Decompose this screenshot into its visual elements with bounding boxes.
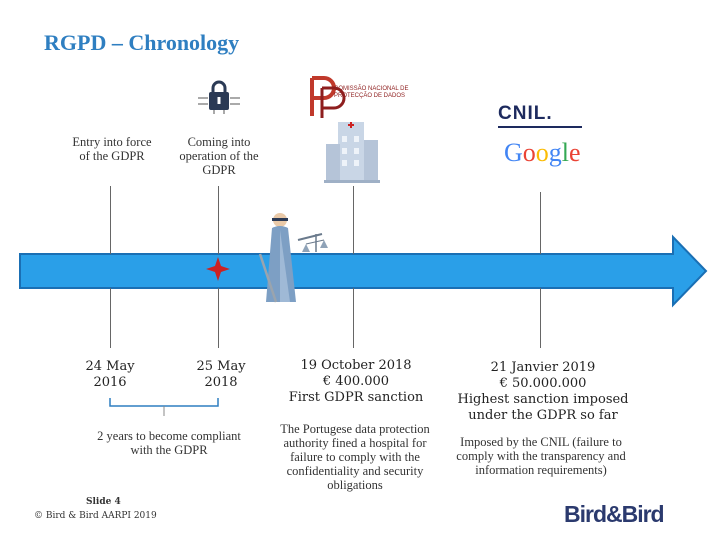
lock-circuit-icon [198, 80, 240, 114]
event-4-block: 21 Janvier 2019 € 50.000.000 Highest san… [446, 360, 640, 424]
cnil-logo-text: CNIL. [498, 103, 553, 124]
timeline-tick-4-below [540, 288, 541, 348]
event-4-description: Imposed by the CNIL (failure to comply w… [456, 435, 626, 477]
current-date-marker-icon [206, 257, 230, 281]
google-logo: Google [504, 138, 581, 167]
event-3-date: 19 October 2018 [300, 358, 412, 373]
event-3-amount: € 400.000 [322, 374, 390, 389]
timeline-tick-3-below [353, 288, 354, 348]
compliance-period-bracket [109, 398, 219, 416]
bird-and-bird-logo: Bird&Bird [564, 501, 665, 527]
event-3-description: The Portugese data protection authority … [280, 422, 430, 492]
event-4-amount: € 50.000.000 [499, 376, 587, 391]
timeline-tick-1 [110, 186, 111, 254]
timeline-tick-2 [218, 186, 219, 254]
page-title: RGPD – Chronology [44, 30, 240, 55]
cnpd-logo-text: COMISSÃO NACIONAL DE PROTECÇÃO DE DADOS [334, 86, 409, 99]
hospital-building-icon [324, 122, 380, 183]
cnil-logo-underline [498, 126, 582, 128]
timeline-tick-1-below [110, 288, 111, 348]
event-3-block: 19 October 2018 € 400.000 First GDPR san… [268, 358, 444, 406]
footer-copyright: © Bird & Bird AARPI 2019 [34, 511, 157, 521]
timeline-tick-3 [353, 186, 354, 254]
timeline-tick-2-below [218, 288, 219, 348]
cnpd-logo-icon [310, 76, 346, 118]
event-2-label: Coming into operation of the GDPR [179, 135, 259, 177]
lady-justice-icon [258, 213, 328, 303]
event-1-date: 24 May 2016 [85, 359, 135, 390]
event-4-headline: Highest sanction imposed under the GDPR … [457, 392, 629, 423]
slide-number: Slide 4 [86, 497, 121, 507]
event-2-date: 25 May 2018 [196, 359, 246, 390]
event-3-headline: First GDPR sanction [288, 390, 424, 405]
timeline-arrow [19, 234, 708, 308]
event-1-label: Entry into force of the GDPR [72, 135, 152, 163]
timeline-tick-4 [540, 192, 541, 254]
cnil-logo: CNIL. [498, 103, 584, 128]
event-4-date: 21 Janvier 2019 [490, 360, 596, 375]
bracket-label: 2 years to become compliant with the GDP… [97, 429, 241, 457]
